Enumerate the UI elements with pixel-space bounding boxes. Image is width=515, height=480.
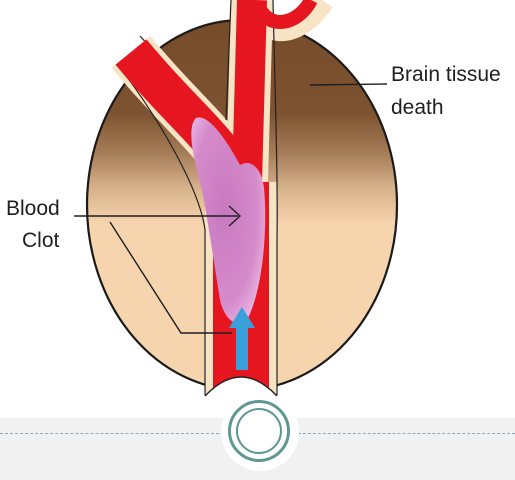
blood-clot-label-line1: Blood — [6, 195, 60, 222]
tissue-death-leader — [310, 84, 387, 85]
dashed-divider-right — [298, 433, 515, 434]
tissue-death-label-line2: death — [391, 94, 444, 121]
dashed-divider-left — [0, 433, 224, 434]
tissue-death-label-line1: Brain tissue — [391, 61, 501, 88]
ring-inner — [236, 408, 282, 454]
blood-clot-label-line2: Clot — [22, 227, 59, 254]
double-ring-icon — [221, 393, 299, 471]
